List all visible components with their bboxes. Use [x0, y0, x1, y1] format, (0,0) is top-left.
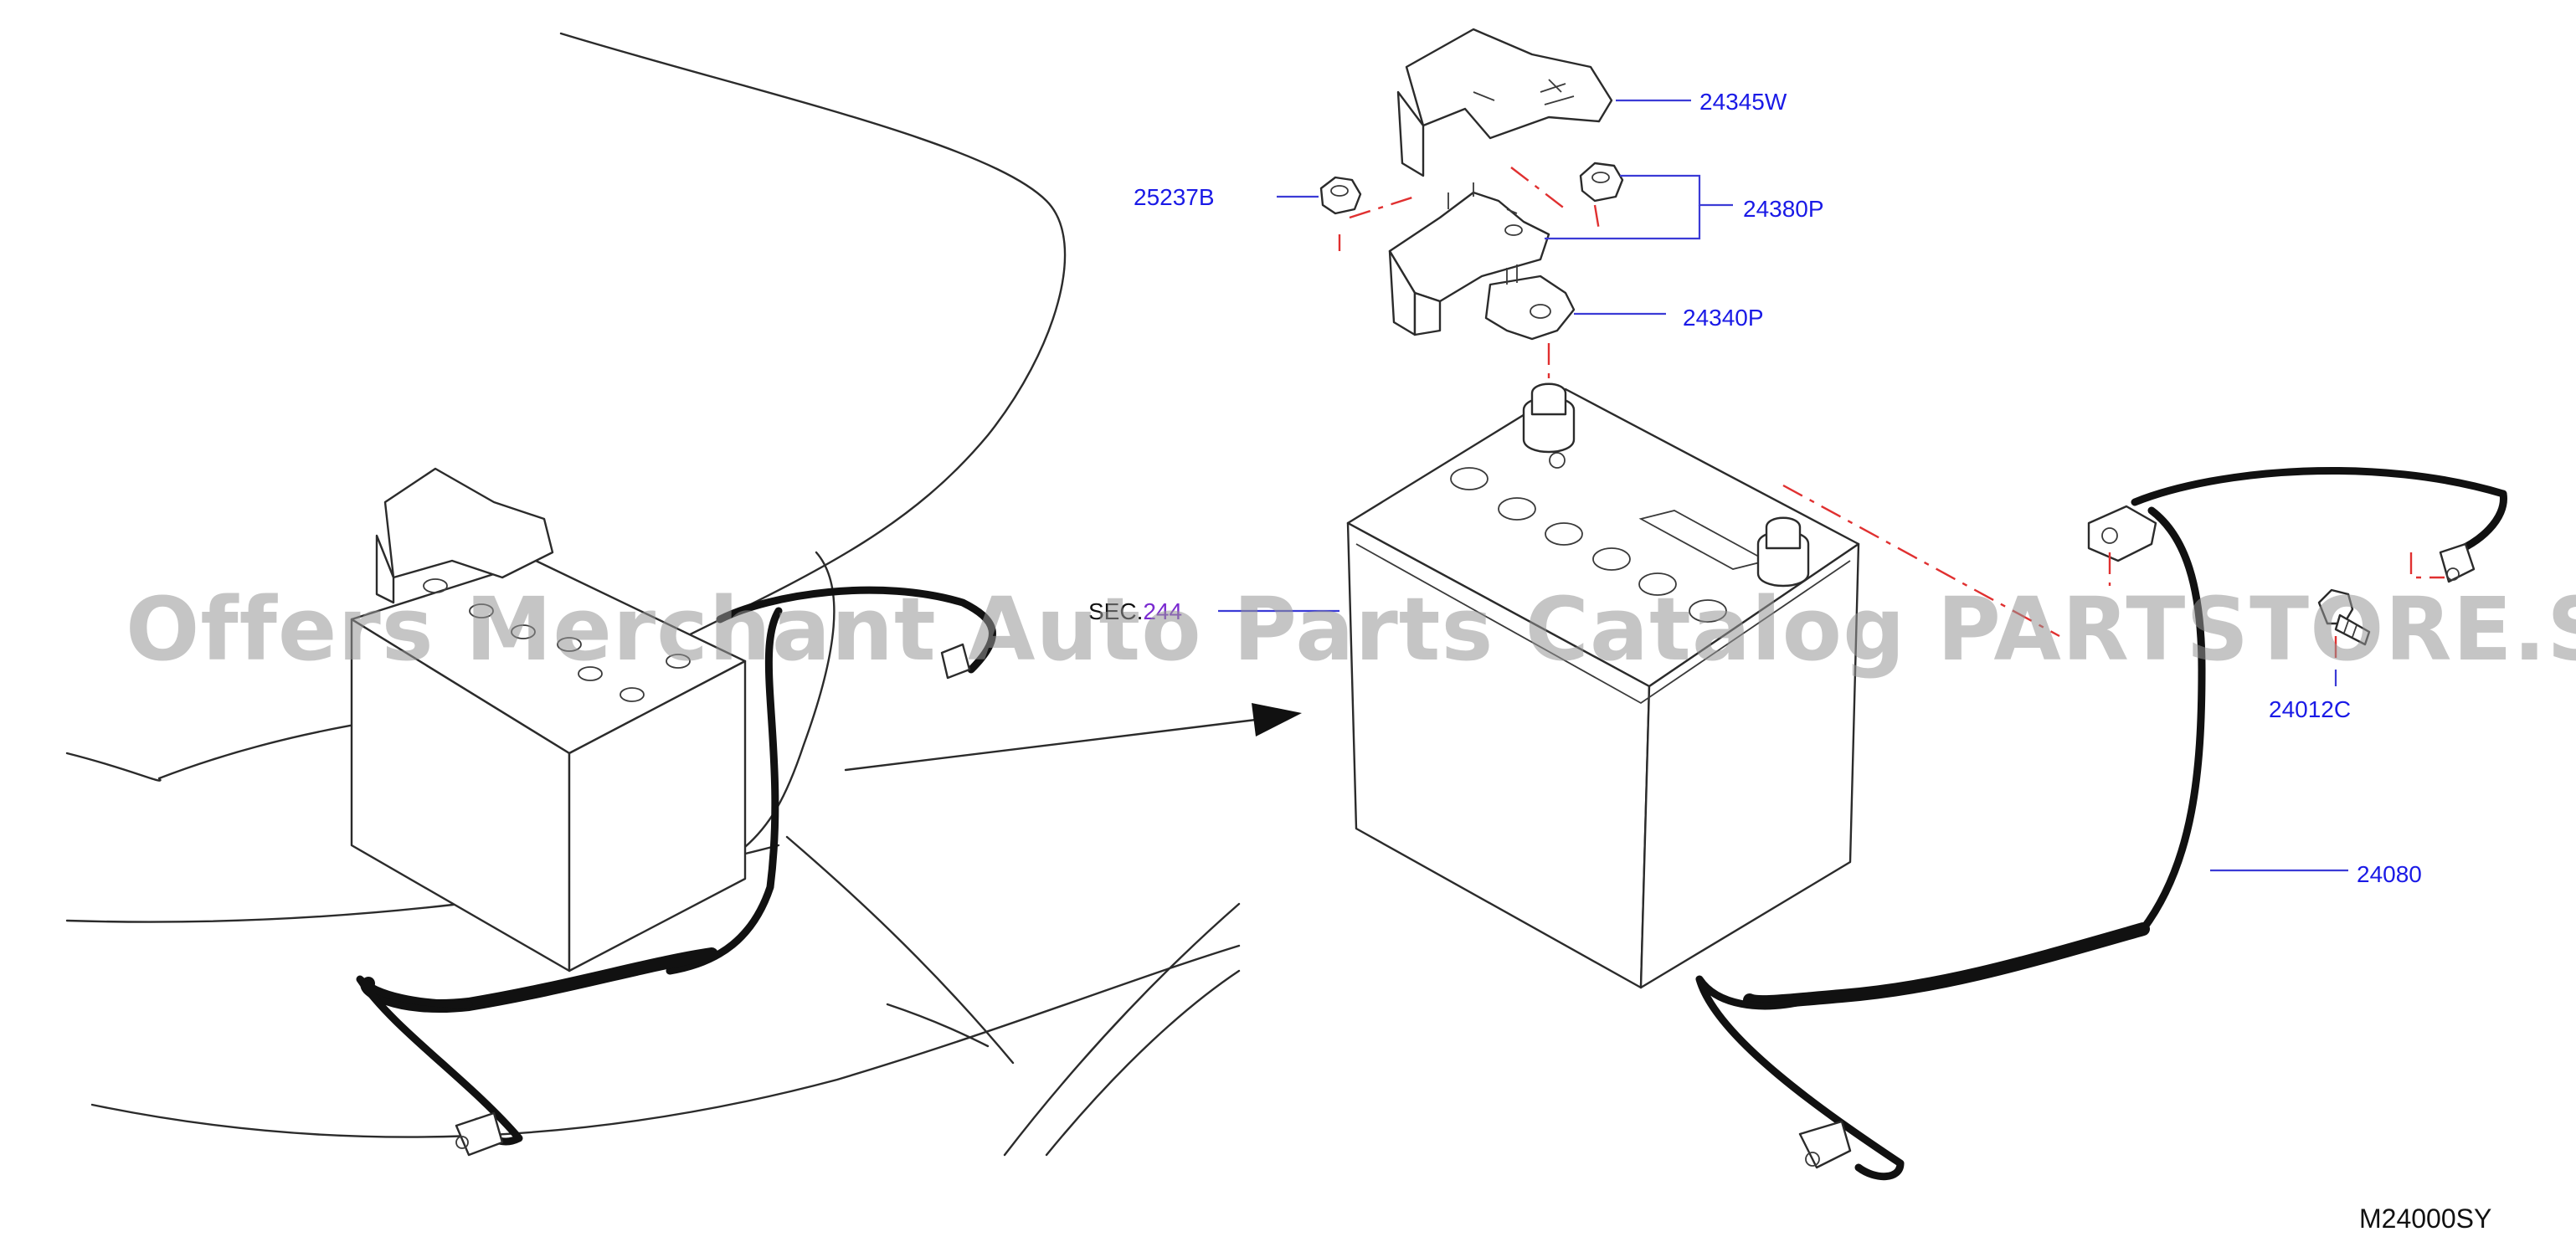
nut-24380P	[1579, 162, 1624, 203]
section-reference[interactable]: SEC.244	[1088, 600, 1182, 624]
callout-25237B[interactable]: 25237B	[1134, 184, 1215, 210]
callout-24380P[interactable]: 24380P	[1743, 196, 1824, 222]
nut-25237B	[1319, 176, 1362, 215]
leader-lines	[1218, 99, 2348, 872]
callout-24345W[interactable]: 24345W	[1699, 89, 1787, 115]
callout-24012C[interactable]: 24012C	[2269, 696, 2352, 722]
fusible-link-block	[1388, 182, 1576, 341]
section-prefix: SEC.	[1088, 598, 1144, 624]
watermark-text: Offers Merchant Auto Parts Catalog PARTS…	[126, 578, 2576, 680]
battery-context	[350, 467, 747, 973]
terminal-cover-24345W	[1396, 28, 1613, 177]
diagram-code: M24000SY	[2359, 1204, 2492, 1234]
view-arrow	[844, 703, 1302, 772]
bolt-24012C	[2317, 588, 2371, 646]
cable-context	[356, 586, 996, 1157]
callout-24080[interactable]: 24080	[2357, 861, 2422, 887]
centerlines	[1338, 167, 2445, 661]
cable-24080	[1695, 467, 2507, 1181]
section-number: 244	[1143, 598, 1183, 624]
callout-24340P[interactable]: 24340P	[1683, 305, 1764, 331]
battery-main	[1346, 382, 1860, 989]
